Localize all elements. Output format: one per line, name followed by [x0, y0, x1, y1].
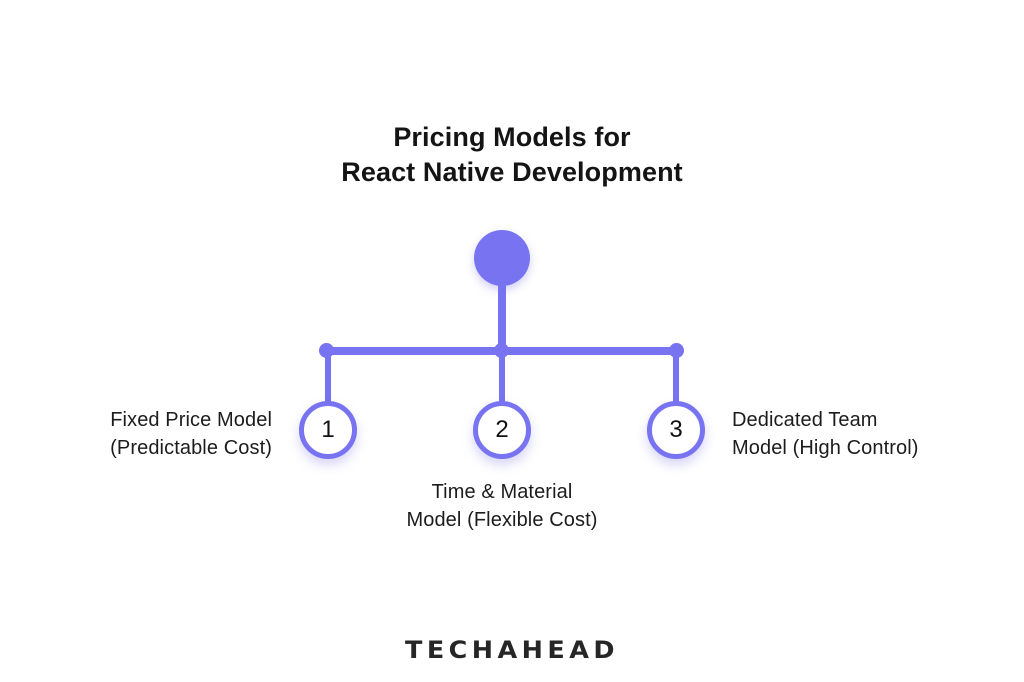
- branch-connector-2: [499, 351, 505, 403]
- connector-joint-right: [669, 343, 684, 358]
- connector-joint-center: [494, 343, 509, 358]
- root-stem-connector: [498, 282, 506, 356]
- branch-label-1: Fixed Price Model (Predictable Cost): [0, 406, 272, 463]
- techahead-logo: TECHAHEAD: [405, 636, 619, 664]
- branch-label-3-line-2: Model (High Control): [732, 437, 919, 460]
- branch-label-1-line-2: (Predictable Cost): [110, 437, 272, 460]
- branch-label-2-line-1: Time & Material: [431, 481, 573, 503]
- branch-node-3: 3: [647, 401, 705, 459]
- branch-node-1-number: 1: [321, 416, 335, 443]
- root-node-circle: [474, 230, 530, 286]
- branch-label-3-line-1: Dedicated Team: [732, 409, 878, 431]
- branch-label-3: Dedicated Team Model (High Control): [732, 406, 1024, 463]
- branch-connector-3: [673, 351, 679, 403]
- branch-label-2-line-2: Model (Flexible Cost): [406, 509, 598, 532]
- page-title-line-1: Pricing Models for: [393, 122, 631, 152]
- branch-label-2: Time & Material Model (Flexible Cost): [0, 478, 1004, 535]
- page-title: Pricing Models for React Native Developm…: [0, 120, 1024, 189]
- branch-node-2: 2: [473, 401, 531, 459]
- branch-label-1-line-1: Fixed Price Model: [110, 409, 272, 431]
- page-title-line-2: React Native Development: [341, 156, 683, 187]
- branch-node-1: 1: [299, 401, 357, 459]
- branch-node-3-number: 3: [669, 416, 683, 443]
- branch-connector-1: [325, 351, 331, 403]
- branch-node-2-number: 2: [495, 416, 509, 443]
